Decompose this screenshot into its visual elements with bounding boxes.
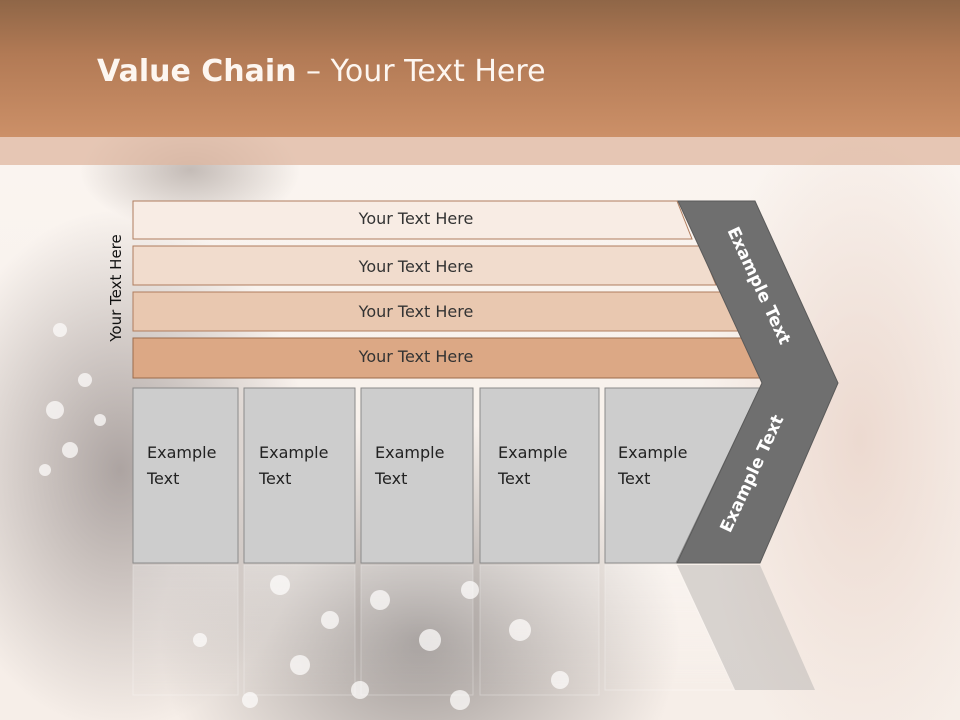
- side-label: Your Text Here: [107, 234, 125, 342]
- row-4-label: Your Text Here: [358, 347, 474, 366]
- box-5: [604, 387, 761, 564]
- row-2-label: Your Text Here: [358, 257, 474, 276]
- row-1-label: Your Text Here: [358, 209, 474, 228]
- box-5-line2: Text: [617, 469, 650, 488]
- box-4-reflection: [479, 564, 600, 696]
- slide-title-bold: Value Chain: [97, 54, 297, 89]
- box-1-line1: Example: [147, 443, 216, 462]
- box-1: [132, 387, 239, 564]
- box-4-line1: Example: [498, 443, 567, 462]
- box-5-line1: Example: [618, 443, 687, 462]
- box-2: [243, 387, 356, 564]
- margin-chevron: [676, 200, 839, 564]
- box-2-line1: Example: [259, 443, 328, 462]
- box-3: [360, 387, 474, 564]
- box-3-reflection: [360, 564, 474, 696]
- slide-title-rest: – Your Text Here: [296, 54, 546, 89]
- diagram-reflection: [132, 564, 815, 696]
- row-3-label: Your Text Here: [358, 302, 474, 321]
- slide-title: Value Chain – Your Text Here: [97, 54, 546, 89]
- box-3-line1: Example: [375, 443, 444, 462]
- box-1-line2: Text: [146, 469, 179, 488]
- box-2-line2: Text: [258, 469, 291, 488]
- box-1-reflection: [132, 564, 239, 696]
- box-3-line2: Text: [374, 469, 407, 488]
- row-2-shape: [132, 245, 717, 286]
- row-1-shape: [132, 200, 693, 240]
- box-2-reflection: [243, 564, 356, 696]
- box-5-reflection: [604, 564, 736, 691]
- chevron-reflection: [677, 565, 815, 690]
- title-bar-band: [0, 137, 960, 165]
- box-4: [479, 387, 600, 564]
- box-4-line2: Text: [497, 469, 530, 488]
- title-bar: [0, 0, 960, 137]
